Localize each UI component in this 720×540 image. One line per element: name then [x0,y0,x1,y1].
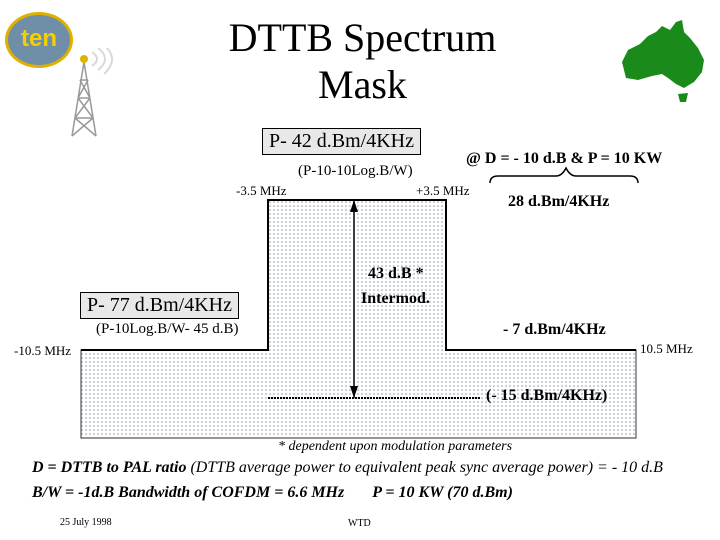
minus7-label: - 7 d.Bm/4KHz [503,321,606,338]
definition-bw: B/W = -1d.B Bandwidth of COFDM = 6.6 MHz [32,484,345,501]
minus-10.5-mhz-label: -10.5 MHz [14,343,72,358]
ten-logo: ten [5,12,73,68]
plus-10.5-mhz-label: 10.5 MHz [640,341,693,356]
arrow-head-bottom [350,386,358,398]
page-title: DTTB Spectrum Mask [180,14,545,108]
intermod-label-1: 43 d.B * [368,265,424,282]
plus-3.5-mhz-label: +3.5 MHz [416,183,470,198]
footnote: * dependent upon modulation parameters [278,439,513,454]
minus-3.5-mhz-label: -3.5 MHz [236,183,287,198]
out-band-formula: (P-10Log.B/W- 45 d.B) [96,321,239,337]
mask-outline [81,199,636,351]
title-line-1: DTTB Spectrum [228,15,497,60]
intermod-label-2: Intermod. [361,290,430,307]
logo-text: ten [21,25,57,52]
australia-map-icon [622,20,704,102]
minus15-label: (- 15 d.Bm/4KHz) [486,387,608,404]
title-line-2: Mask [318,62,407,107]
out-band-level-box: P- 77 d.Bm/4KHz [80,292,239,319]
in-band-formula: (P-10-10Log.B/W) [298,163,413,179]
author-footer: WTD [348,518,371,529]
arrow-head-top [350,200,358,212]
brace [489,166,639,184]
definition-line-1: D = DTTB to PAL ratio (DTTB average powe… [32,459,663,477]
definition-d-detail: (DTTB average power to equivalent peak s… [190,459,663,476]
transmission-tower-icon [71,48,113,137]
brace-value-label: 28 d.Bm/4KHz [508,193,610,210]
definition-d-term: D = DTTB to PAL ratio [32,459,187,476]
definition-line-2: B/W = -1d.B Bandwidth of COFDM = 6.6 MHz… [32,484,513,502]
condition-label: @ D = - 10 d.B & P = 10 KW [466,150,663,167]
in-band-level-box: P- 42 d.Bm/4KHz [262,128,421,155]
date-footer: 25 July 1998 [60,517,112,528]
definition-power: P = 10 KW (70 d.Bm) [372,484,513,501]
